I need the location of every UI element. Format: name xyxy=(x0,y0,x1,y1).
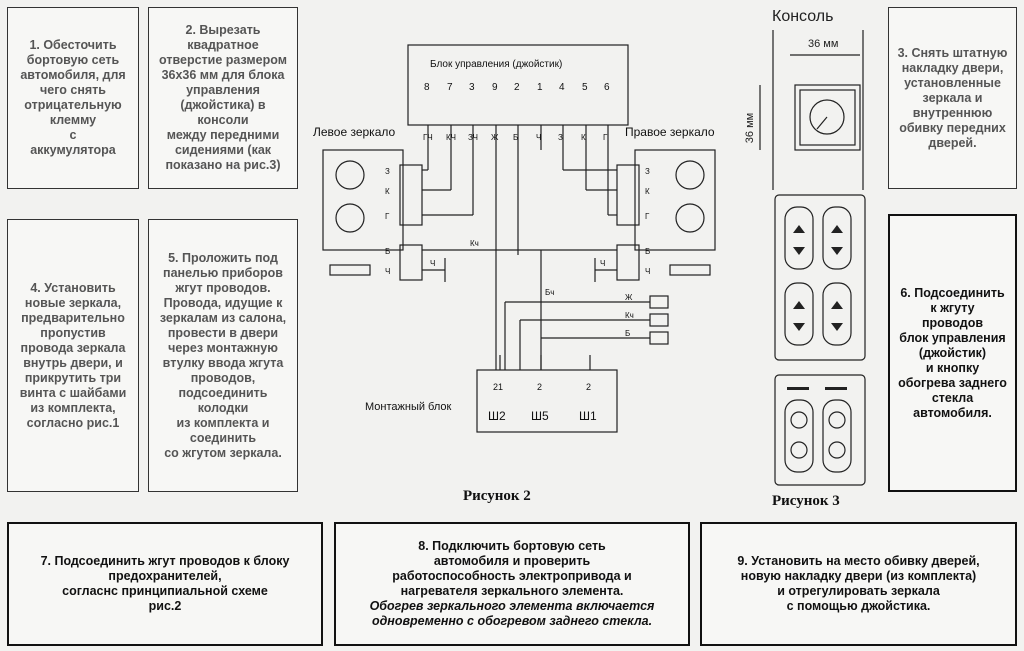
wire-code-6: Ч xyxy=(536,133,541,142)
step-3-box: 3. Снять штатную накладку двери, установ… xyxy=(888,7,1017,189)
left-conn-2: К xyxy=(385,187,390,196)
right-feed-1: Ж xyxy=(625,293,633,302)
right-heater xyxy=(669,264,711,276)
left-mirror-label: Левое зеркало xyxy=(313,125,396,139)
left-connector-2 xyxy=(399,244,423,281)
right-conn-4: Б xyxy=(645,247,650,256)
left-motor-2 xyxy=(335,203,365,233)
left-ground-label: Ч xyxy=(430,259,435,268)
joystick-knob xyxy=(809,99,845,135)
right-mirror-label: Правое зеркало xyxy=(625,125,715,139)
pin-3: 3 xyxy=(469,82,475,93)
wire-code-9: Г xyxy=(603,133,608,142)
console-figure xyxy=(759,30,866,486)
mount-pin-2: 2 xyxy=(537,382,542,392)
wire-code-5: Б xyxy=(513,133,518,142)
left-conn-3: Г xyxy=(385,212,390,221)
pin-2: 7 xyxy=(447,82,453,93)
pin-1: 8 xyxy=(424,82,430,93)
right-conn-3: Г xyxy=(645,212,650,221)
console-title: Консоль xyxy=(772,8,834,25)
pin-6: 1 xyxy=(537,82,543,93)
mount-pin-3: 2 xyxy=(586,382,591,392)
wiring-diagram: Блок управления (джойстик) 8 7 3 9 2 1 4… xyxy=(313,44,716,433)
right-motor-2 xyxy=(675,203,705,233)
step-9-text: 9. Установить на место обивку дверей, но… xyxy=(737,554,980,613)
step-2-text: 2. Вырезать квадратное отверстие размеро… xyxy=(159,23,287,172)
mid-wire-label: Кч xyxy=(470,239,479,248)
left-heater xyxy=(329,264,371,276)
right-conn-1: З xyxy=(645,167,650,176)
mount-slot-1: Ш2 xyxy=(488,409,506,423)
wire-code-7: З xyxy=(558,133,563,142)
step-4-text: 4. Установить новые зеркала, предварител… xyxy=(19,280,127,430)
heater-button-panel xyxy=(774,374,866,486)
step-1-box: 1. Обесточить бортовую сеть автомобиля, … xyxy=(7,7,139,189)
step-2-box: 2. Вырезать квадратное отверстие размеро… xyxy=(148,7,298,189)
pin-7: 4 xyxy=(559,82,565,93)
left-conn-5: Ч xyxy=(385,267,390,276)
mount-pin-1: 21 xyxy=(493,382,503,392)
pin-5: 2 xyxy=(514,82,520,93)
left-connector xyxy=(399,164,423,226)
step-6-box: 6. Подсоединить к жгуту проводов блок уп… xyxy=(888,214,1017,492)
left-conn-4: Б xyxy=(385,247,390,256)
step-5-box: 5. Проложить под панелью приборов жгут п… xyxy=(148,219,298,492)
figure-2-caption: Рисунок 2 xyxy=(463,488,531,504)
pin-8: 5 xyxy=(582,82,588,93)
step-6-text: 6. Подсоединить к жгуту проводов блок уп… xyxy=(898,285,1007,420)
left-mirror-frame xyxy=(322,149,404,251)
mount-slot-2: Ш5 xyxy=(531,409,549,423)
wire-code-1: ГЧ xyxy=(423,133,433,142)
mount-block-label: Монтажный блок xyxy=(365,401,452,413)
step-1-text: 1. Обесточить бортовую сеть автомобиля, … xyxy=(20,38,126,157)
dim-horizontal: 36 мм xyxy=(808,38,839,50)
step-4-box: 4. Установить новые зеркала, предварител… xyxy=(7,219,139,492)
dim-vertical: 36 мм xyxy=(744,112,757,144)
step-3-text: 3. Снять штатную накладку двери, установ… xyxy=(897,45,1008,150)
step-8-note: Обогрев зеркального элемента включается … xyxy=(369,599,655,628)
wire-code-8: К xyxy=(581,133,586,142)
wire-code-3: ЗЧ xyxy=(468,133,478,142)
left-conn-1: З xyxy=(385,167,390,176)
mount-slot-3: Ш1 xyxy=(579,409,597,423)
mount-block xyxy=(476,369,618,433)
right-feed-2: Кч xyxy=(625,311,634,320)
joystick-square xyxy=(794,84,861,151)
step-8-box: 8. Подключить бортовую сеть автомобиля и… xyxy=(334,522,690,646)
right-connector-2 xyxy=(616,244,640,281)
joystick-label: Блок управления (джойстик) xyxy=(430,59,562,70)
step-9-box: 9. Установить на место обивку дверей, но… xyxy=(700,522,1017,646)
step-8-text: 8. Подключить бортовую сеть автомобиля и… xyxy=(392,539,632,598)
right-conn-2: К xyxy=(645,187,650,196)
right-mirror-frame xyxy=(634,149,716,251)
right-conn-5: Ч xyxy=(645,267,650,276)
wire-code-2: КЧ xyxy=(446,133,456,142)
step-7-text: 7. Подсоединить жгут проводов к блоку пр… xyxy=(40,554,290,613)
vert-wire-label: Бч xyxy=(545,288,554,297)
wire-code-4: Ж xyxy=(491,133,499,142)
figure-3-caption: Рисунок 3 xyxy=(772,493,840,509)
left-motor-1 xyxy=(335,160,365,190)
mirror-switch-panel xyxy=(774,194,866,361)
right-ground-label: Ч xyxy=(600,259,605,268)
step-5-text: 5. Проложить под панелью приборов жгут п… xyxy=(159,250,287,460)
right-motor-1 xyxy=(675,160,705,190)
step-7-box: 7. Подсоединить жгут проводов к блоку пр… xyxy=(7,522,323,646)
pin-9: 6 xyxy=(604,82,610,93)
right-feed-3: Б xyxy=(625,329,630,338)
pin-4: 9 xyxy=(492,82,498,93)
right-connector xyxy=(616,164,640,226)
